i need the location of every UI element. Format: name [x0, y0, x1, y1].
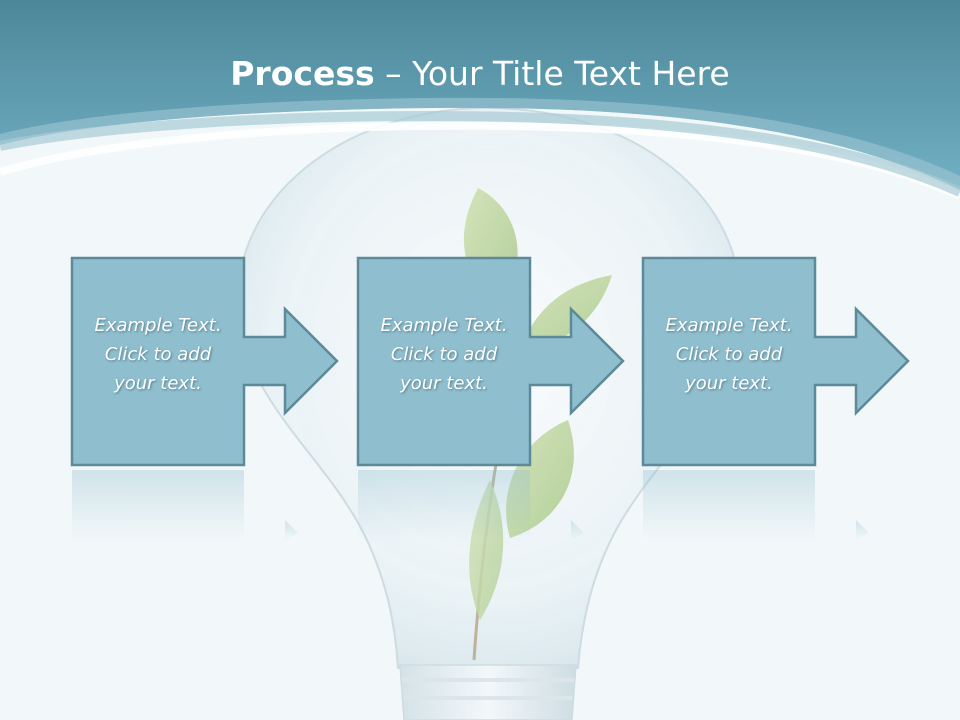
title-rest: – Your Title Text Here	[374, 54, 730, 93]
step-1-text[interactable]: Example Text. Click to add your text.	[72, 311, 244, 398]
header-band	[0, 0, 960, 190]
step-text-line: Click to add	[104, 344, 212, 365]
step-text-line: your text.	[400, 373, 488, 394]
step-text-line: Example Text.	[665, 315, 793, 336]
header-swoosh	[0, 97, 960, 190]
reflection	[358, 470, 530, 540]
leaf-icon	[522, 275, 612, 346]
step-2-text[interactable]: Example Text. Click to add your text.	[358, 311, 530, 398]
callout-arrow-box	[356, 256, 625, 467]
step-text-line: your text.	[685, 373, 773, 394]
reflection	[643, 470, 815, 540]
bulb-socket	[399, 664, 577, 720]
step-text-line: Example Text.	[380, 315, 508, 336]
slide-title[interactable]: Process – Your Title Text Here	[0, 52, 960, 96]
step-text-line: Click to add	[390, 344, 498, 365]
callout-arrow-box	[70, 256, 339, 467]
step-text-line: Example Text.	[94, 315, 222, 336]
step-text-line: Click to add	[675, 344, 783, 365]
process-step-1-shape[interactable]	[70, 256, 339, 540]
reflection	[72, 470, 244, 540]
step-text-line: your text.	[114, 373, 202, 394]
step-3-text[interactable]: Example Text. Click to add your text.	[643, 311, 815, 398]
process-step-3-shape[interactable]	[641, 256, 910, 540]
callout-arrow-box	[641, 256, 910, 467]
process-step-2-shape[interactable]	[356, 256, 625, 540]
title-strong: Process	[230, 54, 375, 93]
